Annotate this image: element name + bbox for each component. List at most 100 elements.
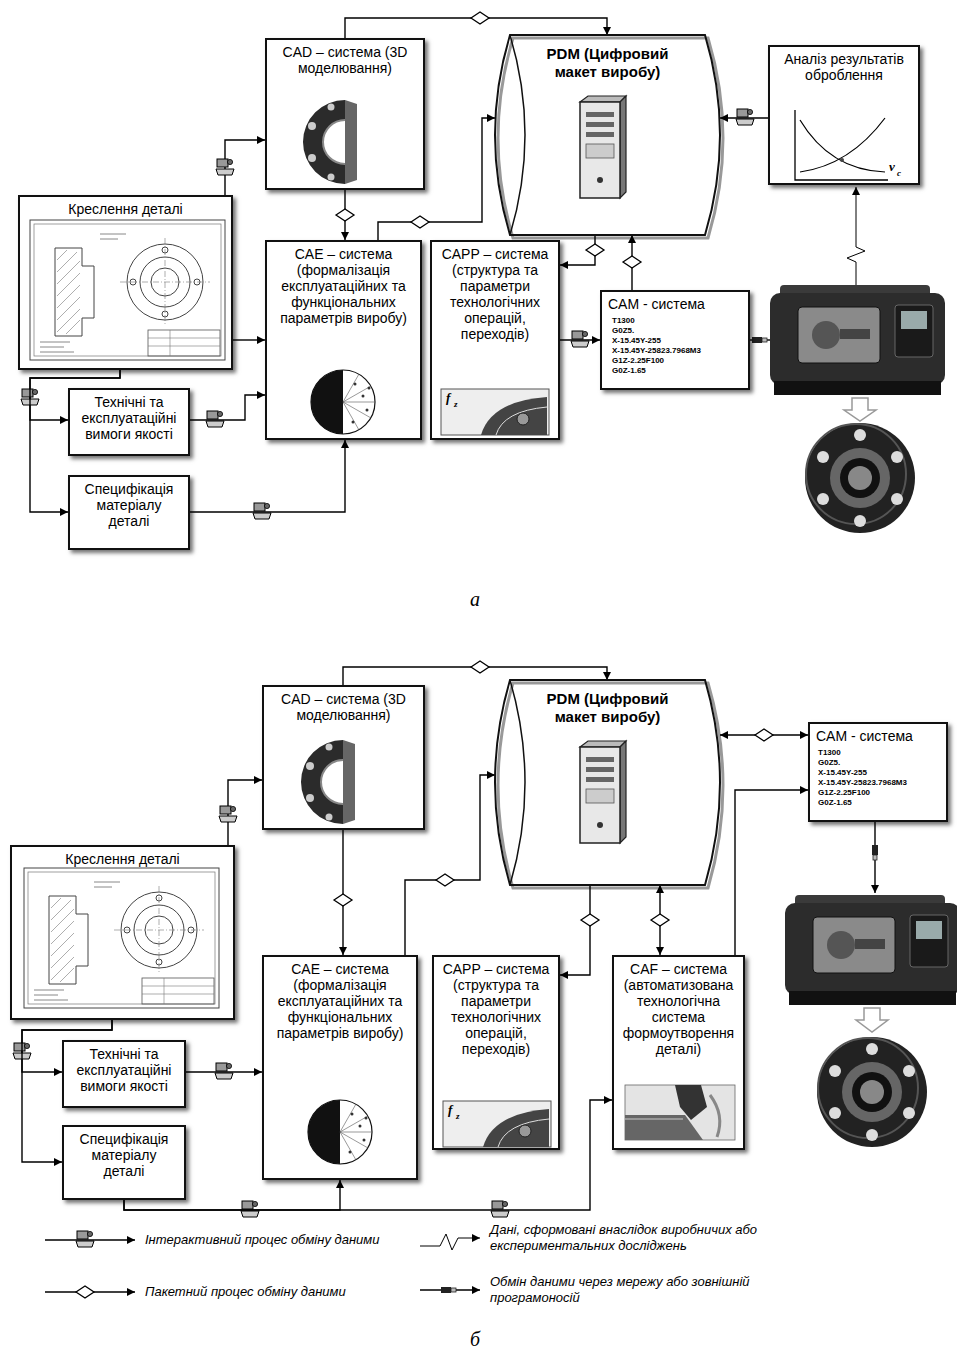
legend-sample-line (45, 1239, 135, 1240)
svg-use (785, 895, 957, 1005)
node-title: Специфікація матеріалу деталі (70, 1131, 178, 1179)
material-box: Специфікація матеріалу деталі (62, 1125, 186, 1200)
drum-inner-curve (510, 35, 525, 235)
packet-diamond (336, 209, 354, 221)
material-box: Специфікація матеріалу деталі (68, 475, 190, 550)
gcode-line: G0Z5. (818, 758, 840, 768)
svg-use (441, 389, 549, 435)
connector (124, 1180, 340, 1210)
legend-text: Інтерактивний процес обміну даними (145, 1232, 405, 1248)
node-title: CAF – система (автоматизована технологіч… (620, 961, 737, 1057)
legend-text: Дані, сформовані внаслідок виробничих аб… (490, 1222, 820, 1254)
svg-use (580, 741, 626, 843)
connector (735, 790, 808, 955)
node-title: CAD – система (3D моделювання) (270, 691, 417, 723)
node-title: Специфікація матеріалу деталі (76, 481, 182, 529)
svg-use (443, 1101, 551, 1147)
svg-use (441, 1287, 456, 1293)
drum-shadow (498, 38, 723, 238)
capp-box: CAPP – система (структура та параметри т… (432, 955, 560, 1150)
packet-diamond (623, 256, 641, 268)
node-title: PDM (Цифровий макет виробу) (525, 45, 690, 81)
drum-border (495, 35, 720, 235)
drawing-box: Креслення деталі (10, 845, 235, 1020)
node-title: Технічні та експлуатаційні вимоги якості (70, 1046, 178, 1094)
svg-use (24, 868, 219, 1008)
node-title: CAPP – система (структура та параметри т… (438, 246, 552, 342)
svg-use (580, 96, 626, 198)
svg-path (800, 120, 885, 172)
svg-use (805, 423, 915, 533)
packet-diamond (651, 914, 669, 926)
node-title: Креслення деталі (18, 851, 227, 867)
gcode-line: G0Z-1.65 (818, 798, 852, 808)
interactive-icon (253, 503, 271, 519)
interactive-icon (491, 1201, 509, 1217)
node-title: PDM (Цифровий макет виробу) (525, 690, 690, 726)
svg-use (311, 370, 375, 434)
gcode-line: X-15.45Y-25823.7968M3 (612, 346, 701, 356)
connector (233, 339, 265, 340)
svg-circle (840, 158, 844, 162)
node-title: Аналіз результатів оброблення (776, 51, 912, 83)
cae-box: CAE – система (формалізація експлуатацій… (265, 240, 422, 440)
connector (228, 780, 262, 845)
cad-box: CAD – система (3D моделювання) (265, 38, 425, 190)
analysis-box: Аналіз результатів оброблення (768, 45, 920, 185)
packet-diamond (471, 12, 489, 24)
drawing-box: Креслення деталі (18, 195, 233, 370)
feed-index: z (454, 399, 458, 409)
connector (378, 118, 495, 240)
svg-use (308, 1100, 372, 1164)
hollow-arrow (856, 1008, 888, 1032)
node-title: CAE – система (формалізація експлуатацій… (270, 961, 410, 1041)
feed-symbol: f (448, 1103, 452, 1117)
speed-symbol: v (889, 160, 895, 174)
svg-use (752, 337, 767, 343)
interactive-icon (736, 109, 754, 125)
gcode-line: T1300 (612, 316, 635, 326)
connector (720, 117, 768, 118)
connector (225, 140, 265, 195)
connector (190, 395, 265, 420)
svg-use (30, 220, 225, 360)
requirements-box: Технічні та експлуатаційні вимоги якості (62, 1040, 186, 1108)
node-title: CAE – система (формалізація експлуатацій… (273, 246, 414, 326)
svg-use (76, 1231, 94, 1247)
gcode-line: T1300 (818, 748, 841, 758)
svg-use (872, 845, 878, 860)
svg-use (770, 285, 945, 395)
legend-sample-zigzag (420, 1234, 480, 1250)
connector (405, 775, 495, 955)
caf-box: CAF – система (автоматизована технологіч… (612, 955, 745, 1150)
gcode-line: X-15.45Y-25823.7968M3 (818, 778, 907, 788)
node-title: CAM - система (816, 728, 940, 744)
packet-diamond (411, 216, 429, 228)
svg-use (625, 1085, 735, 1140)
legend-text: Пакетний процес обміну даними (145, 1284, 405, 1300)
cae-box: CAE – система (формалізація експлуатацій… (262, 955, 418, 1180)
node-title: CAM - система (608, 296, 742, 312)
packet-diamond (586, 244, 604, 256)
connector (124, 1100, 612, 1210)
drum-shadow (498, 683, 723, 888)
gcode-line: X-15.45Y-255 (612, 336, 661, 346)
interactive-icon (206, 411, 224, 427)
gcode-line: G0Z-1.65 (612, 366, 646, 376)
packet-diamond (436, 874, 454, 886)
drum-border (495, 680, 720, 885)
node-title: Технічні та експлуатаційні вимоги якості (76, 394, 182, 442)
connector (186, 1071, 262, 1072)
capp-box: CAPP – система (структура та параметри т… (430, 240, 560, 440)
svg-use (301, 740, 355, 824)
gcode-line: X-15.45Y-255 (818, 768, 867, 778)
connector (342, 830, 343, 955)
packet-diamond (581, 914, 599, 926)
drum-inner-curve (510, 680, 525, 885)
packet-diamond (334, 894, 352, 906)
node-title: CAD – система (3D моделювання) (273, 44, 417, 76)
interactive-icon (241, 1201, 259, 1217)
svg-use (303, 100, 357, 184)
